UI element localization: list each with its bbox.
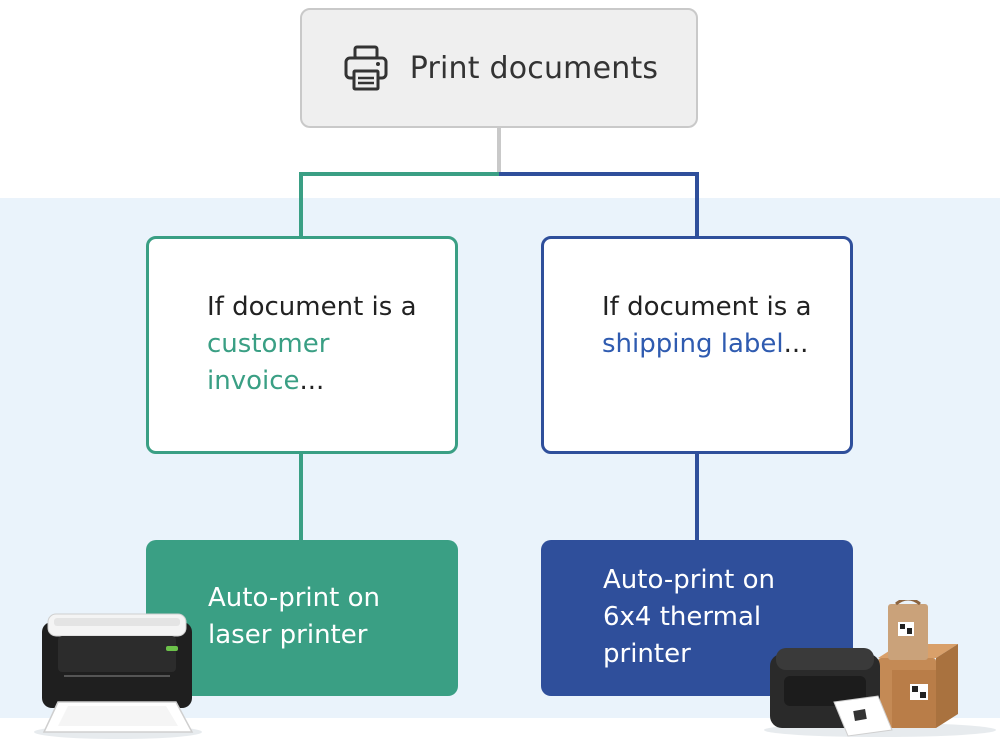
condition-node-shipping: If document is a shipping label... (541, 236, 853, 454)
condition-text-shipping: If document is a shipping label... (602, 289, 842, 363)
action-text-laser: Auto-print on laser printer (208, 580, 428, 654)
printer-icon (340, 42, 392, 94)
thermal-printer-illustration (760, 600, 998, 738)
condition-text-invoice: If document is a customer invoice... (207, 289, 447, 400)
condition-node-invoice: If document is a customer invoice... (146, 236, 458, 454)
root-label: Print documents (410, 51, 659, 86)
laser-printer-illustration (28, 606, 206, 740)
highlight-shipping-label: shipping label (602, 329, 784, 359)
root-node: Print documents (300, 8, 698, 128)
